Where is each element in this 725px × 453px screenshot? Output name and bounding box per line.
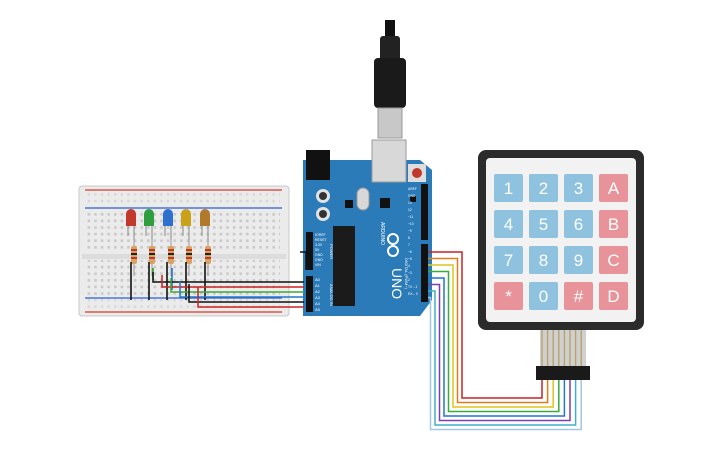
digital-pin-label: ~10 [408, 222, 414, 226]
pin-labels: IOREFRESET3.3V5VGNDGNDVINA0A1A2A3A4A5ARE… [315, 187, 418, 312]
digital-pin-label: RX←0 [408, 292, 418, 296]
resistor[interactable] [205, 240, 211, 276]
analog-wires [152, 251, 307, 308]
keypad-key-B[interactable]: B [599, 210, 628, 238]
digital-pin-label: TX→1 [408, 285, 418, 289]
analog-pin-label: A1 [315, 283, 321, 288]
keypad-key-*[interactable]: * [494, 282, 523, 310]
analog-pin-label: A3 [315, 295, 321, 300]
resistor[interactable] [131, 240, 137, 276]
keypad-key-1[interactable]: 1 [494, 174, 523, 202]
analog-wire [170, 278, 304, 293]
resistor[interactable] [186, 240, 192, 276]
analog-wire [161, 275, 304, 288]
keypad-key-label: D [607, 287, 619, 306]
keypad-key-label: 9 [574, 251, 583, 270]
keypad-key-label: B [608, 215, 619, 234]
digital-pin-label: 8 [408, 236, 410, 240]
power-pin-label: VIN [315, 263, 321, 267]
keypad-key-A[interactable]: A [599, 174, 628, 202]
keypad-wires [428, 251, 582, 431]
digital-pin-label: 4 [408, 264, 410, 268]
keypad-key-label: 8 [539, 251, 548, 270]
keypad-wire [428, 264, 554, 408]
power-pin-label: 3.3V [315, 243, 323, 247]
keypad-key-4[interactable]: 4 [494, 210, 523, 238]
keypad-key-3[interactable]: 3 [564, 174, 593, 202]
keypad-wire [428, 290, 577, 426]
digital-pin-label: 7 [408, 243, 410, 247]
analog-pin-label: A2 [315, 289, 321, 294]
keypad-key-8[interactable]: 8 [529, 246, 558, 274]
keypad-key-label: 7 [504, 251, 513, 270]
analog-label: ANALOG IN [329, 284, 334, 306]
keypad-key-label: 3 [574, 179, 583, 198]
led[interactable] [144, 209, 154, 246]
resistor[interactable] [149, 240, 155, 276]
keypad-key-2[interactable]: 2 [529, 174, 558, 202]
arduino-board[interactable] [303, 20, 432, 316]
keypad-key-label: 1 [504, 179, 513, 198]
keypad-key-label: 6 [574, 215, 583, 234]
keypad-key-0[interactable]: 0 [529, 282, 558, 310]
arduino-brand-text: ARDUINO [379, 222, 385, 245]
digital-pin-label: 13 [408, 201, 412, 205]
ground-wire [300, 251, 307, 270]
keypad-wire [428, 277, 566, 417]
keypad-key-label: * [505, 287, 512, 306]
power-pin-label: GND [315, 253, 323, 257]
analog-pin-label: A0 [315, 277, 321, 282]
keypad-wire [428, 270, 560, 413]
keypad-key-5[interactable]: 5 [529, 210, 558, 238]
led-group [126, 209, 211, 276]
keypad-key-label: # [574, 287, 584, 306]
digital-pin-label: 2 [408, 278, 410, 282]
power-pin-label: RESET [315, 238, 328, 242]
keypad-key-9[interactable]: 9 [564, 246, 593, 274]
power-pin-label: GND [315, 258, 323, 262]
keypad-key-label: 5 [539, 215, 548, 234]
keypad-wire [428, 251, 543, 399]
digital-pin-label: GND [408, 194, 416, 198]
resistor[interactable] [168, 240, 174, 276]
digital-pin-label: 12 [408, 208, 412, 212]
analog-wire [152, 272, 304, 283]
analog-pin-label: A5 [315, 307, 321, 312]
digital-pin-label: ~11 [408, 215, 414, 219]
digital-pin-label: ~5 [408, 257, 412, 261]
keypad-ribbon [536, 330, 590, 380]
keypad-key-D[interactable]: D [599, 282, 628, 310]
analog-wire [197, 287, 304, 308]
keypad-key-label: 4 [504, 215, 513, 234]
keypad-wire [428, 283, 571, 422]
digital-pin-label: ~6 [408, 250, 412, 254]
keypad-wire [428, 296, 582, 431]
keypad[interactable]: 1 2 3 A 4 5 6 B 7 8 9 C * 0 # D [478, 150, 644, 380]
keypad-key-label: A [608, 179, 620, 198]
keypad-key-C[interactable]: C [599, 246, 628, 274]
power-pin-label: 5V [315, 248, 320, 252]
digital-pin-label: ~9 [408, 229, 412, 233]
arduino-model-text: UNO [389, 268, 405, 299]
keypad-key-#[interactable]: # [564, 282, 593, 310]
analog-pin-label: A4 [315, 301, 321, 306]
power-pin-label: IOREF [315, 233, 326, 237]
keypad-key-label: 0 [539, 287, 548, 306]
analog-wire [188, 284, 304, 303]
keypad-wire [428, 257, 549, 404]
keypad-key-6[interactable]: 6 [564, 210, 593, 238]
keypad-key-label: 2 [539, 179, 548, 198]
analog-wire [179, 281, 304, 298]
digital-pin-label: ~3 [408, 271, 412, 275]
digital-pin-label: AREF [408, 187, 417, 191]
digital-label: DIGITAL (PWM~) [404, 258, 409, 290]
keypad-key-7[interactable]: 7 [494, 246, 523, 274]
power-label: POWER [329, 244, 334, 259]
keypad-key-label: C [607, 251, 619, 270]
